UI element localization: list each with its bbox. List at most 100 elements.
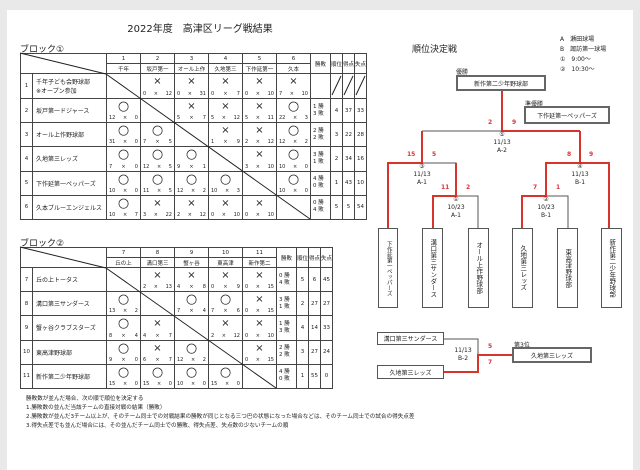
own-score: 1: [211, 139, 215, 146]
result-cell: ×4×8: [174, 266, 209, 293]
match-score: 5×11: [245, 115, 274, 121]
score: 8: [567, 151, 572, 158]
win-label: 勝: [284, 345, 290, 352]
page-title: 2022年度 高津区リーグ戦結果: [127, 24, 273, 35]
result-cell: ×0×15: [242, 266, 277, 293]
match-score: 11×5: [143, 188, 172, 194]
match-score: 7×0: [109, 164, 138, 170]
own-score: 5: [211, 115, 215, 122]
score-separator: ×: [255, 91, 260, 97]
runnerup-box: 下作延第一ペッパーズ: [524, 106, 610, 124]
match-score: 12×2: [177, 357, 206, 363]
win-mark: ○: [185, 340, 198, 356]
own-score: 10: [109, 187, 116, 194]
loss-mark: ×: [221, 125, 230, 137]
match-score: 10×0: [279, 164, 308, 170]
match-score: 5×7: [177, 115, 206, 121]
opponent-score: 7: [168, 332, 172, 339]
third-place-team-box: 溝口第三サンダース: [377, 332, 444, 345]
opponent-score: 10: [267, 332, 274, 339]
win-mark: ○: [117, 340, 130, 356]
own-score: 9: [109, 356, 113, 363]
wins: 1: [313, 103, 317, 110]
score-separator: ×: [190, 380, 196, 387]
score-separator: ×: [122, 308, 128, 315]
score-separator: ×: [156, 380, 162, 387]
match-score: 1×9: [211, 139, 240, 145]
result-cell: ×3×22: [140, 194, 175, 220]
match-score: 4×8: [177, 284, 206, 290]
opponent-score: 0: [134, 139, 138, 146]
opponent-score: 12: [233, 115, 240, 122]
win-mark: ○: [185, 292, 198, 308]
opponent-score: 4: [134, 332, 138, 339]
win-label: 勝: [318, 103, 324, 110]
wins: 2: [313, 127, 317, 134]
team-name: オール上作野球部: [36, 132, 85, 140]
team-name: 坂戸第一ドジャース: [36, 108, 90, 116]
match-score: 8×4: [109, 333, 138, 339]
points-allowed: 33: [320, 315, 333, 341]
score-separator: ×: [156, 163, 162, 170]
win-label: 勝: [318, 127, 324, 134]
wins: 4: [279, 369, 283, 376]
match-id: ⑤: [499, 131, 505, 138]
legend-item: A 瀬田球場: [560, 36, 595, 43]
win-mark: ○: [151, 147, 164, 163]
own-score: 22: [279, 115, 286, 122]
own-score: 2: [245, 139, 249, 146]
opponent-score: 2: [202, 187, 206, 194]
result-cell: ×4×7: [140, 315, 175, 341]
score-separator: ×: [189, 308, 194, 315]
note-line: 1.勝敗数の並んだ当該チームの直接対戦の結果（勝敗）: [26, 405, 166, 411]
result-cell: ○13×2: [106, 291, 141, 317]
match-id: ①: [453, 196, 459, 203]
opponent-score: 3: [236, 187, 240, 194]
team-name: 久本ブルーエンジェルス: [36, 204, 103, 212]
match-score: 0×10: [211, 212, 240, 218]
team-name-cell: 丘の上トータス: [32, 266, 107, 293]
score-separator: ×: [121, 163, 126, 170]
score-separator: ×: [153, 211, 158, 218]
result-cell: ×7×10: [276, 73, 311, 99]
opponent-score: 0: [134, 187, 138, 194]
match-score: 0×10: [245, 333, 274, 339]
opponent-score: 5: [168, 139, 172, 146]
third-place-label: 第3位: [514, 342, 530, 349]
tiebreak-notes: 勝敗数が並んだ場合、次の順で順位を決定する 1.勝敗数の並んだ当該チームの直接対…: [26, 395, 415, 431]
result-cell: ○10×0: [174, 363, 209, 389]
loss-mark: ×: [289, 76, 298, 87]
team-name: 丘の上トータス: [36, 277, 79, 285]
wins: 2: [279, 345, 283, 352]
bracket-team-box: 新作第二少年野球部: [601, 228, 622, 308]
match-score: 2×12: [211, 333, 240, 339]
own-score: 15: [143, 380, 150, 387]
bracket-team-box: 久地第三レッズ: [512, 228, 533, 308]
wins: 0: [313, 200, 317, 207]
match-score: 0×10: [245, 212, 274, 218]
win-mark: ○: [117, 99, 130, 114]
match-score: 13×2: [109, 308, 138, 314]
result-cell: ×0×9: [208, 266, 243, 293]
win-mark: ○: [185, 147, 198, 163]
result-cell: ×3×10: [242, 146, 277, 172]
own-score: 2: [143, 284, 147, 291]
own-score: 11: [143, 187, 150, 194]
opponent-score: 0: [202, 380, 206, 387]
score-separator: ×: [255, 356, 260, 363]
opponent-score: 10: [301, 91, 308, 97]
result-cell: ○10×0: [276, 170, 311, 196]
match-date: 11/13: [413, 171, 431, 178]
wins: 3: [279, 296, 283, 303]
own-score: 6: [143, 356, 147, 363]
loss-mark: ×: [255, 149, 264, 161]
match-id: ②: [543, 196, 549, 203]
